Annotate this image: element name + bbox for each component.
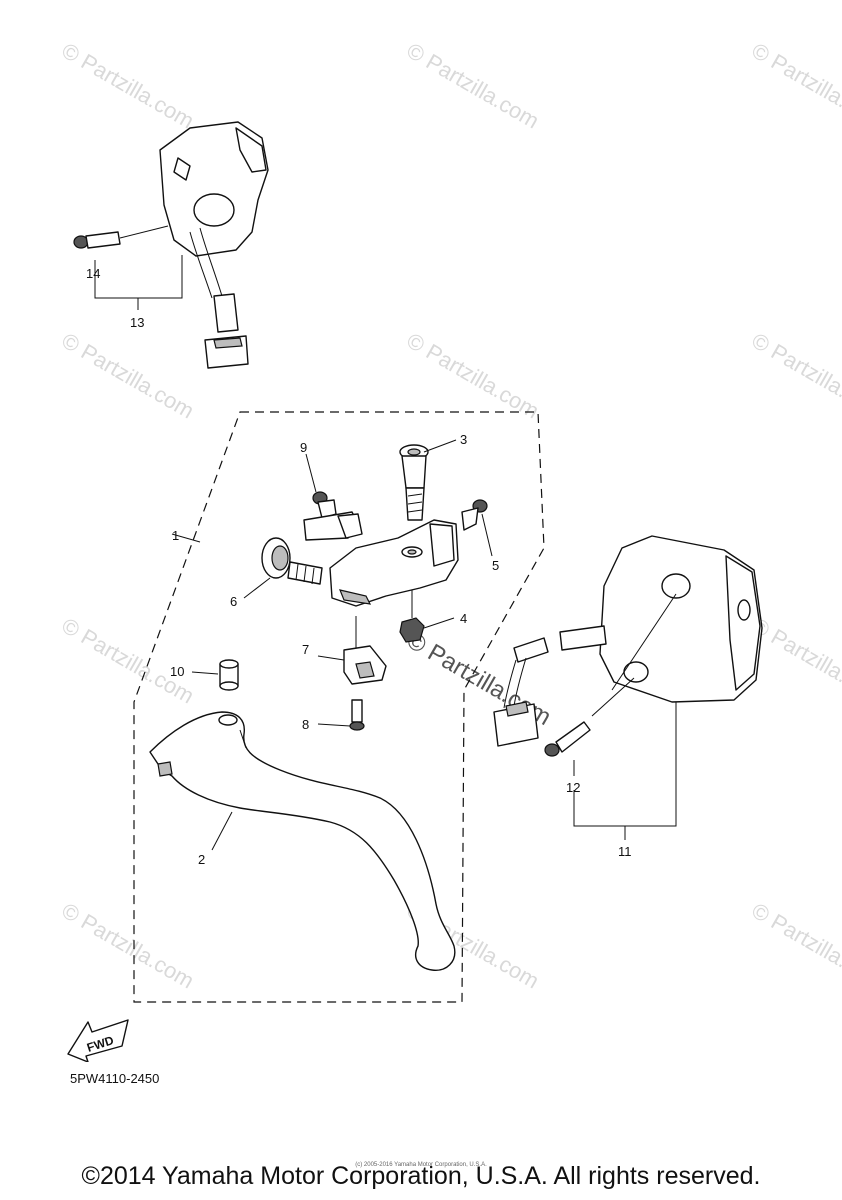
switch-bracket: [303, 511, 363, 541]
watermark: © Partzilla.com: [748, 328, 842, 424]
watermark: © Partzilla.com: [748, 898, 842, 994]
left-handlebar-switch: [159, 121, 269, 369]
collar-10: 10: [170, 659, 239, 691]
callout-13: 13: [130, 315, 144, 330]
screw-5: 5: [461, 499, 499, 573]
callout-5: 5: [492, 558, 499, 573]
callout-group-11: 12 11: [566, 702, 677, 859]
watermark: © Partzilla.com: [748, 38, 842, 134]
bolt-3: 3: [399, 432, 467, 521]
callout-1: 1: [172, 528, 179, 543]
callout-11: 11: [618, 844, 632, 859]
callout-8: 8: [302, 717, 309, 732]
callout-2: 2: [198, 852, 205, 867]
switch-7: 7: [302, 616, 387, 685]
callout-9: 9: [300, 440, 307, 455]
screw-14: [73, 225, 169, 249]
watermark: © Partzilla.com: [403, 38, 544, 134]
watermark: © Partzilla.com: [58, 613, 199, 709]
watermark: © Partzilla.com: [403, 328, 544, 424]
callout-7: 7: [302, 642, 309, 657]
lever-holder: [329, 519, 459, 607]
fine-print: (c) 2005-2016 Yamaha Motor Corporation, …: [355, 1162, 487, 1168]
forward-direction-arrow-icon: FWD: [67, 1019, 129, 1062]
callout-6: 6: [230, 594, 237, 609]
diagram-code: 5PW4110-2450: [70, 1071, 160, 1086]
lever-assembly-boundary: [133, 411, 545, 1003]
callout-group-13: 14 13: [86, 255, 183, 330]
watermark: © Partzilla.com: [58, 328, 199, 424]
watermark: © Partzilla.com: [58, 38, 199, 134]
copyright-notice: ©2014 Yamaha Motor Corporation, U.S.A. A…: [81, 1162, 761, 1190]
adjuster-6: 6: [230, 537, 323, 609]
screw-8: 8: [302, 699, 365, 732]
screw-9: 9: [300, 440, 337, 519]
lever-2: 2: [149, 711, 456, 971]
callout-12: 12: [566, 780, 580, 795]
callout-3: 3: [460, 432, 467, 447]
callout-14: 14: [86, 266, 100, 281]
callout-10: 10: [170, 664, 184, 679]
right-handlebar-switch: [493, 535, 763, 747]
watermark: © Partzilla.com: [58, 898, 199, 994]
callout-4: 4: [460, 611, 467, 626]
screw-12: [544, 721, 591, 776]
nut-4: 4: [399, 590, 467, 643]
